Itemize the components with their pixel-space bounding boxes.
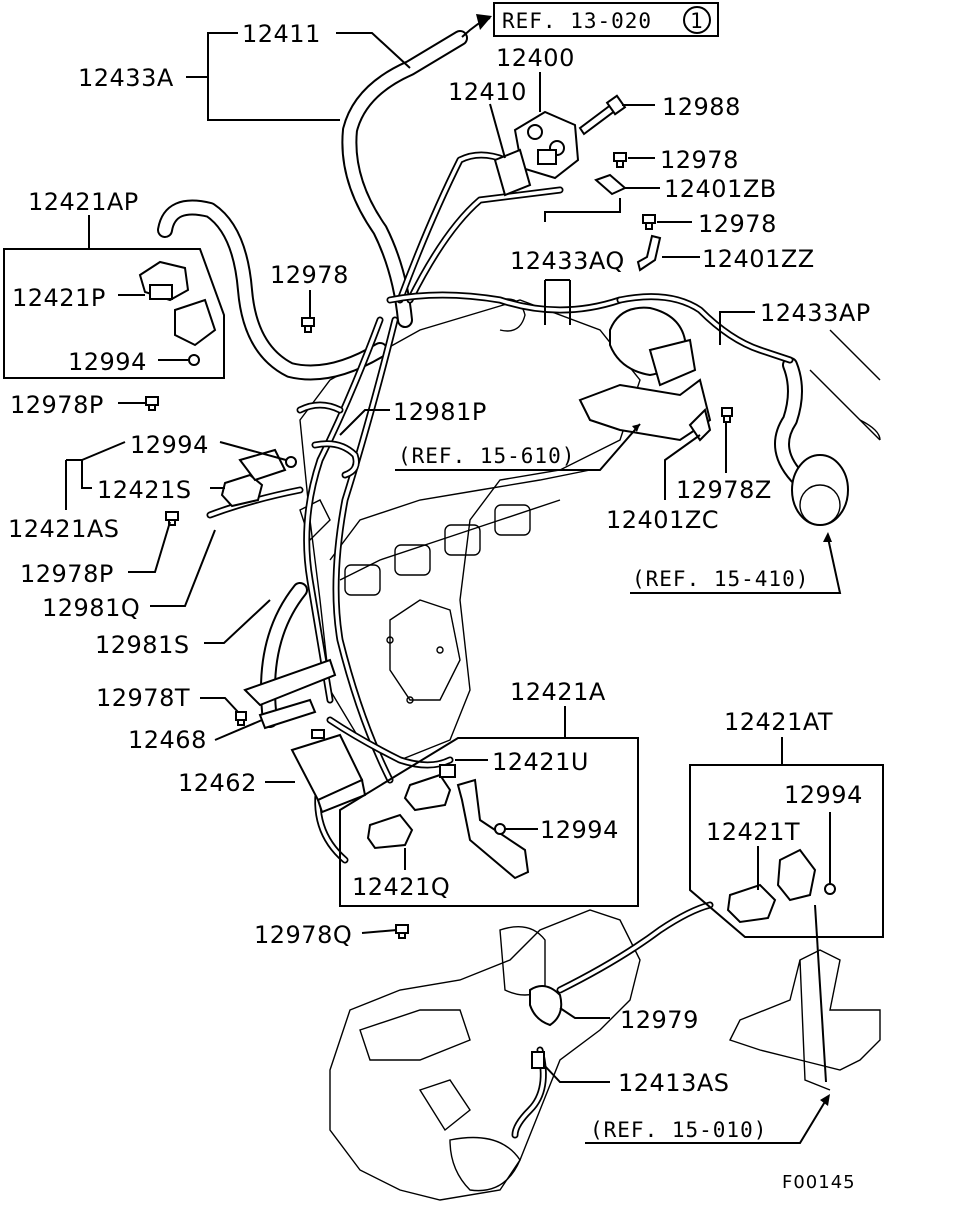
part-12421U-solenoid[interactable] [403, 764, 456, 812]
part-labels: 12411 12433A 12400 12410 12988 12978 124… [8, 20, 871, 1097]
ref-labels: (REF. 15-610) (REF. 15-410) (REF. 15-010… [398, 444, 809, 1142]
label-12979[interactable]: 12979 [620, 1006, 699, 1034]
part-12421A-bracket[interactable] [456, 778, 530, 880]
label-12978-b[interactable]: 12978 [698, 210, 777, 238]
label-12433AQ[interactable]: 12433AQ [510, 247, 625, 275]
part-12401ZC-bracket[interactable] [688, 408, 712, 442]
label-12981Q[interactable]: 12981Q [42, 594, 140, 622]
label-12988[interactable]: 12988 [662, 93, 741, 121]
part-12400-solenoid-valve[interactable] [513, 110, 580, 180]
label-12421Q[interactable]: 12421Q [352, 873, 450, 901]
part-12994-nut-d[interactable] [824, 883, 836, 895]
part-12994-nut-a[interactable] [188, 354, 200, 366]
part-12468-bracket[interactable] [243, 658, 337, 707]
part-12978Z-screw[interactable] [721, 407, 733, 423]
parts [138, 94, 849, 1069]
label-12401ZZ[interactable]: 12401ZZ [702, 245, 815, 273]
part-12421T-solenoid[interactable] [726, 883, 777, 924]
part-12401ZZ-bracket[interactable] [636, 234, 662, 272]
label-12981S[interactable]: 12981S [95, 631, 190, 659]
label-12981P[interactable]: 12981P [393, 398, 487, 426]
part-12978P-screw-b[interactable] [165, 511, 179, 526]
label-12978-c[interactable]: 12978 [270, 261, 349, 289]
label-12994-d[interactable]: 12994 [784, 781, 863, 809]
part-12988-bolt[interactable] [578, 94, 627, 136]
label-12462[interactable]: 12462 [178, 769, 257, 797]
part-12401ZB-bracket[interactable] [594, 173, 627, 196]
part-12468-plate[interactable] [258, 698, 317, 730]
part-12978-screw-c[interactable] [301, 317, 315, 333]
part-canister[interactable] [791, 454, 849, 526]
part-12410-bracket[interactable] [493, 148, 532, 197]
part-12978Q-screw[interactable] [395, 924, 409, 939]
label-12994-a[interactable]: 12994 [68, 348, 147, 376]
label-12401ZC[interactable]: 12401ZC [606, 506, 719, 534]
label-12421A[interactable]: 12421A [510, 678, 606, 706]
label-12421AP[interactable]: 12421AP [28, 188, 139, 216]
label-12413AS[interactable]: 12413AS [618, 1069, 730, 1097]
label-12421P[interactable]: 12421P [12, 284, 106, 312]
label-12978T[interactable]: 12978T [96, 684, 190, 712]
leader-lines [65, 32, 842, 1144]
label-12433A[interactable]: 12433A [78, 64, 174, 92]
ref-15-410[interactable]: (REF. 15-410) [632, 567, 809, 591]
part-12433AP-valve[interactable] [578, 306, 712, 442]
label-12468[interactable]: 12468 [128, 726, 207, 754]
group-boxes [3, 215, 884, 938]
vacuum-hoses [157, 30, 808, 728]
label-12433AP[interactable]: 12433AP [760, 299, 871, 327]
label-12978P-b[interactable]: 12978P [20, 560, 114, 588]
part-12978-screw-a[interactable] [613, 152, 627, 168]
label-12994-c[interactable]: 12994 [540, 816, 619, 844]
ref-circled-number: 1 [690, 9, 704, 33]
label-12978Q[interactable]: 12978Q [254, 921, 352, 949]
part-12421Q-solenoid[interactable] [366, 813, 414, 850]
label-12400[interactable]: 12400 [496, 44, 575, 72]
label-12978P-a[interactable]: 12978P [10, 391, 104, 419]
ref-13-020-text: REF. 13-020 [502, 9, 652, 33]
label-12411[interactable]: 12411 [242, 20, 321, 48]
part-12421AT-bracket[interactable] [776, 848, 817, 902]
label-12994-b[interactable]: 12994 [130, 431, 209, 459]
label-12421T[interactable]: 12421T [706, 818, 800, 846]
part-12462-module[interactable] [290, 729, 367, 814]
figure-code: F00145 [782, 1172, 856, 1193]
label-12978-a[interactable]: 12978 [660, 146, 739, 174]
part-12978P-screw-a[interactable] [145, 396, 159, 411]
part-12979-clamp[interactable] [529, 985, 563, 1027]
label-12421U[interactable]: 12421U [492, 748, 589, 776]
label-12421S[interactable]: 12421S [97, 476, 192, 504]
wire-harness [206, 151, 794, 1139]
part-12413AS-hose-end[interactable] [531, 1051, 545, 1069]
part-12994-nut-b[interactable] [285, 456, 297, 468]
ref-15-010[interactable]: (REF. 15-010) [590, 1118, 767, 1142]
part-12994-nut-c[interactable] [494, 823, 506, 835]
part-12421P-solenoid[interactable] [138, 260, 190, 302]
label-12978Z[interactable]: 12978Z [676, 476, 772, 504]
ref-15-610[interactable]: (REF. 15-610) [398, 444, 575, 468]
label-12410[interactable]: 12410 [448, 78, 527, 106]
ref-13-020-callout[interactable]: REF. 13-020 1 [461, 2, 719, 38]
part-12421P-bracket[interactable] [174, 298, 217, 347]
label-12401ZB[interactable]: 12401ZB [664, 175, 777, 203]
label-12421AT[interactable]: 12421AT [724, 708, 833, 736]
engine-block-drawing [299, 298, 881, 1201]
part-12978-screw-b[interactable] [642, 214, 656, 230]
part-12978T-screw[interactable] [235, 711, 247, 726]
label-12421AS[interactable]: 12421AS [8, 515, 120, 543]
